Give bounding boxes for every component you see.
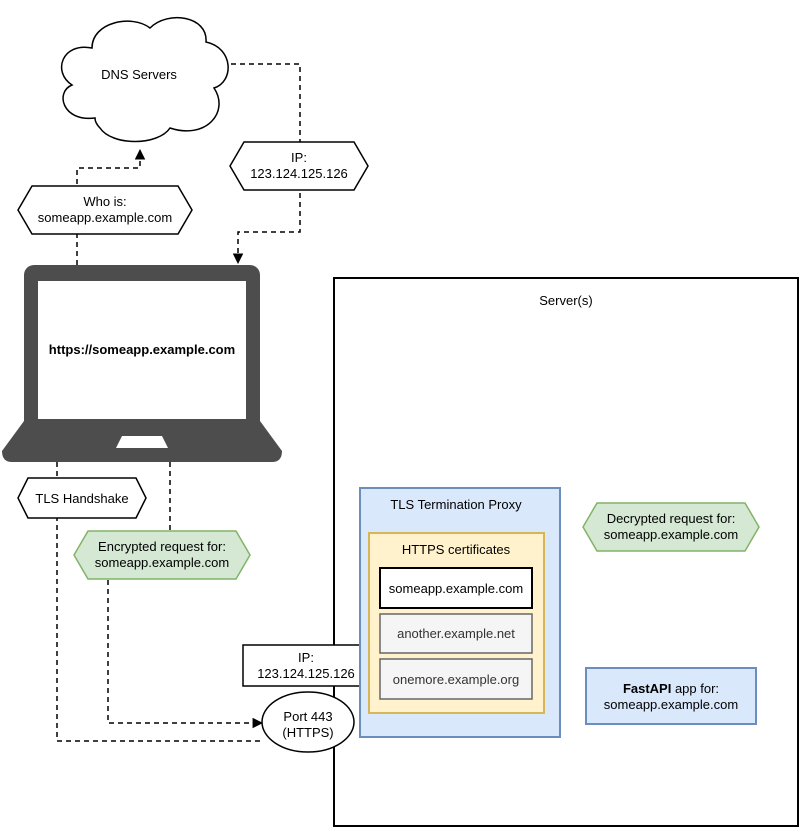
certificate-item: onemore.example.org: [379, 658, 533, 700]
port-443: Port 443 (HTTPS): [261, 691, 355, 753]
certificate-item-label: someapp.example.com: [389, 581, 523, 596]
encrypted-request-line2: someapp.example.com: [95, 555, 229, 570]
who-is-line1: Who is:: [83, 194, 126, 209]
port-ellipse: [261, 691, 355, 753]
certificate-item-label: another.example.net: [397, 626, 515, 641]
fastapi-suffix: app for:: [671, 681, 719, 696]
proxy-label: TLS Termination Proxy: [390, 497, 522, 512]
laptop: https://someapp.example.com: [2, 265, 282, 462]
certificate-item: someapp.example.com: [379, 567, 533, 609]
fastapi-line1: FastAPI app for:: [623, 681, 719, 696]
ip-reply-shape: [229, 141, 369, 191]
encrypted-request-shape: [73, 530, 251, 580]
tls-handshake-connector: [56, 462, 262, 742]
decrypted-request-line1: Decrypted request for:: [607, 511, 736, 526]
tls-handshake: TLS Handshake: [17, 477, 147, 519]
port-line1: Port 443: [283, 709, 332, 724]
https-certificates: HTTPS certificates someapp.example.com a…: [368, 532, 545, 714]
encrypted-request-line1: Encrypted request for:: [98, 539, 226, 554]
port-line2: (HTTPS): [282, 725, 333, 740]
certificates-label: HTTPS certificates: [402, 542, 511, 557]
tls-handshake-shape: [17, 477, 147, 519]
certificate-item-box: [379, 613, 533, 654]
laptop-screen: [38, 281, 246, 419]
fastapi-app: FastAPI app for: someapp.example.com: [585, 667, 757, 725]
dns-servers-cloud: DNS Servers: [61, 16, 229, 143]
tls-termination-proxy: TLS Termination Proxy HTTPS certificates…: [359, 487, 561, 738]
decrypted-request-line2: someapp.example.com: [604, 527, 738, 542]
certificate-item-label: onemore.example.org: [393, 672, 519, 687]
dns-reply-connector: [231, 63, 301, 265]
certificate-item-box: [379, 658, 533, 700]
fastapi-line2: someapp.example.com: [604, 697, 738, 712]
who-is-line2: someapp.example.com: [38, 210, 172, 225]
who-is-shape: [17, 185, 193, 235]
laptop-url: https://someapp.example.com: [49, 342, 235, 357]
decrypted-request: Decrypted request for: someapp.example.c…: [582, 502, 760, 552]
decrypted-request-shape: [582, 502, 760, 552]
tls-handshake-label: TLS Handshake: [35, 491, 128, 506]
ip-reply-line2: 123.124.125.126: [250, 166, 348, 181]
fastapi-name: FastAPI: [623, 681, 671, 696]
server-label: Server(s): [539, 293, 592, 308]
encrypted-request-connector: [107, 462, 262, 723]
encrypted-request: Encrypted request for: someapp.example.c…: [73, 530, 251, 580]
server-ip-line2: 123.124.125.126: [257, 666, 355, 681]
who-is-query: Who is: someapp.example.com: [17, 185, 193, 235]
certificate-item-box: [379, 567, 533, 609]
server-ip-line1: IP:: [298, 650, 314, 665]
ip-reply-line1: IP:: [291, 150, 307, 165]
fastapi-box: [585, 667, 757, 725]
ip-reply: IP: 123.124.125.126: [229, 141, 369, 191]
laptop-touchpad: [116, 436, 168, 448]
dns-servers-label: DNS Servers: [101, 67, 177, 82]
certificate-item: another.example.net: [379, 613, 533, 654]
server-ip: IP: 123.124.125.126: [242, 644, 370, 687]
cloud-icon: [61, 16, 229, 143]
server-ip-box: [242, 644, 370, 687]
